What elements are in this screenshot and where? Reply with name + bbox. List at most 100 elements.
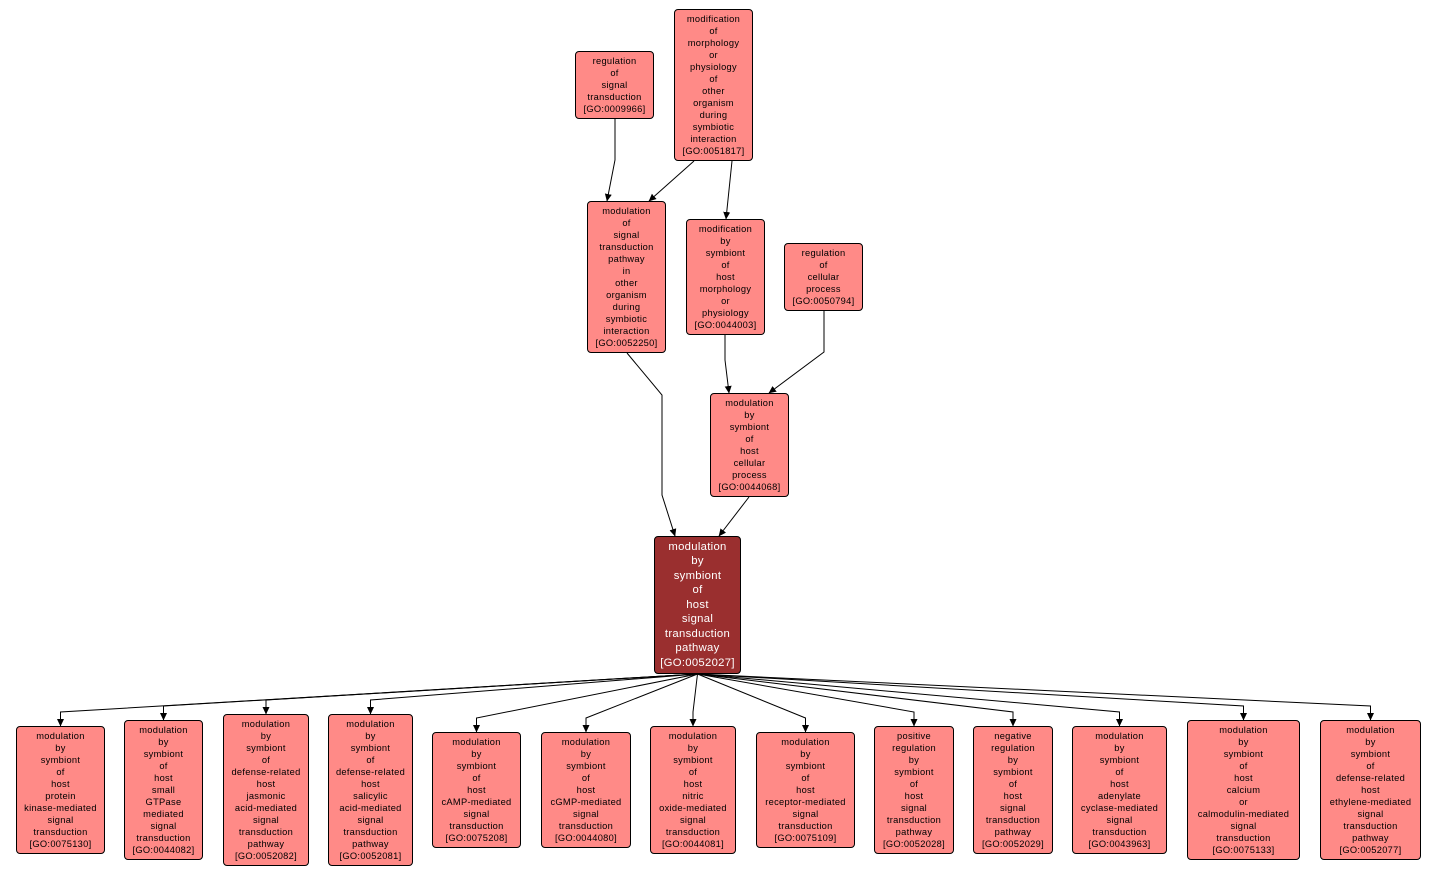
term-name-line: receptor-mediated (765, 797, 846, 807)
term-name-line: of (801, 773, 810, 783)
term-name-line: modulation (139, 725, 188, 735)
term-name-line: pathway (895, 827, 933, 837)
term-id-label: [GO:0009966] (583, 104, 646, 114)
term-id-label: [GO:0044068] (718, 482, 781, 492)
term-name-line: symbiont (566, 761, 606, 771)
term-id-label: [GO:0044003] (694, 320, 757, 330)
term-name-line: other (702, 86, 725, 96)
is-a-edge (648, 160, 695, 202)
term-name-line: defense-related (1335, 773, 1406, 783)
term-name-line: host (1110, 779, 1129, 789)
term-name-line: transduction (558, 821, 614, 831)
term-name-line: signal (1230, 821, 1257, 831)
term-id-label: [GO:0052027] (660, 656, 735, 669)
term-name-line: signal (1357, 809, 1384, 819)
term-name-line: modulation (668, 731, 718, 741)
term-name-line: transduction (449, 821, 504, 831)
term-name-line: host (1361, 785, 1380, 795)
term-name-line: host (1003, 791, 1023, 801)
term-name-line: modulation (602, 206, 651, 216)
term-name-line: signal (601, 80, 628, 90)
term-name-line: signal (1106, 815, 1133, 825)
term-name-line: by (55, 743, 66, 753)
term-name-line: signal (463, 809, 490, 819)
term-name-line: modulation (452, 737, 501, 747)
term-name-line: adenylate (1097, 791, 1142, 801)
term-id-label: [GO:0052028] (882, 839, 945, 849)
term-name-line: host (686, 598, 709, 611)
term-name-line: defense-related (231, 767, 301, 777)
term-name-line: symbiont (1099, 755, 1140, 765)
is-a-edge (724, 335, 732, 394)
term-name-line: modulation (1219, 725, 1268, 735)
term-name-line: symbiont (246, 743, 286, 753)
is-a-edge (367, 673, 698, 715)
term-name-line: by (1007, 755, 1019, 765)
term-name-line: by (1114, 743, 1125, 753)
term-name-line: pathway (247, 839, 285, 849)
term-name-line: pathway (994, 827, 1032, 837)
term-name-line: morphology (687, 38, 740, 48)
term-name-line: physiology (702, 308, 749, 318)
term-name-line: of (745, 434, 754, 444)
term-id-label: [GO:0075130] (29, 839, 92, 849)
term-name-line: transduction (33, 827, 88, 837)
term-name-line: of (688, 767, 698, 777)
term-name-line: of (159, 761, 168, 771)
term-name-line: regulation (892, 743, 936, 753)
term-name-line: by (691, 555, 704, 568)
term-id-label: [GO:0075208] (445, 833, 508, 843)
term-name-line: transduction (343, 827, 398, 837)
term-name-line: transduction (1343, 821, 1398, 831)
term-name-line: host (576, 785, 596, 795)
term-name-line: symbiont (1350, 749, 1391, 759)
is-a-edge (697, 673, 1017, 727)
term-name-line: mediated (143, 809, 184, 819)
term-name-line: host (361, 779, 380, 789)
is-a-edge (604, 119, 616, 202)
term-name-line: host (716, 272, 735, 282)
term-name-line: other (615, 278, 638, 288)
term-name-line: of (692, 584, 703, 597)
term-name-line: pathway (675, 642, 720, 655)
term-id-label: [GO:0044081] (661, 839, 724, 849)
term-name-line: symbiont (143, 749, 184, 759)
term-id-label: [GO:0051817] (682, 146, 745, 156)
term-id-label: [GO:0052082] (234, 851, 297, 861)
term-name-line: host (256, 779, 276, 789)
term-name-line: modulation (781, 737, 830, 747)
term-name-line: interaction (690, 134, 737, 144)
term-name-line: process (732, 470, 767, 480)
is-a-edge (582, 673, 698, 733)
term-name-line: host (796, 785, 815, 795)
term-name-line: of (709, 74, 718, 84)
term-name-line: regulation (592, 56, 637, 66)
term-name-line: regulation (991, 743, 1035, 753)
term-name-line: signal (613, 230, 640, 240)
term-name-line: interaction (603, 326, 650, 336)
term-name-line: pathway (1352, 833, 1389, 843)
term-name-line: small (151, 785, 176, 795)
term-name-line: defense-related (335, 767, 406, 777)
